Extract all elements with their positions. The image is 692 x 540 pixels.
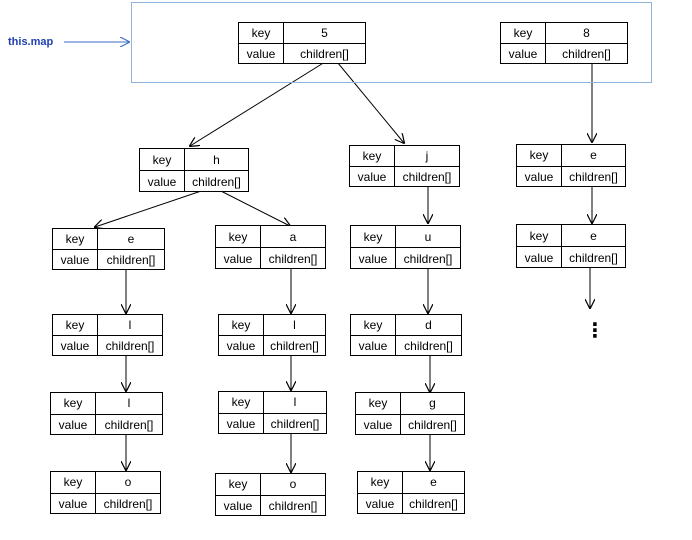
node-key: j: [425, 149, 429, 163]
node-key: e: [590, 148, 597, 163]
value-label: value: [356, 414, 401, 435]
node-key: l: [293, 395, 297, 410]
trie-node: key a value children[]: [215, 225, 326, 269]
value-label: value: [350, 167, 395, 187]
key-label: key: [356, 393, 401, 414]
children-label: children[]: [270, 339, 319, 353]
value-label: value: [351, 336, 396, 356]
arrow-h-to-e: [95, 186, 214, 227]
children-label: children[]: [268, 251, 318, 266]
node-key: e: [127, 232, 135, 246]
key-label: key: [351, 226, 396, 247]
value-label: value: [517, 247, 562, 268]
trie-node: key h value children[]: [139, 148, 249, 192]
children-label: children[]: [104, 417, 154, 432]
trie-node: key l value children[]: [218, 314, 326, 356]
value-label: value: [51, 414, 96, 435]
this-map-label: this.map: [8, 36, 54, 48]
node-key: l: [127, 396, 131, 411]
value-label: value: [219, 413, 264, 434]
arrow-h-to-a: [212, 186, 290, 226]
trie-node: key j value children[]: [349, 145, 460, 187]
vertical-ellipsis-icon: ⋮: [585, 320, 605, 342]
node-key: u: [424, 229, 432, 244]
key-label: key: [358, 472, 403, 493]
trie-node: key e value children[]: [52, 228, 165, 270]
children-label: children[]: [300, 47, 349, 61]
node-key: 8: [583, 26, 590, 40]
arrow-5-to-h: [190, 56, 334, 146]
key-label: key: [351, 315, 396, 335]
value-label: value: [501, 44, 546, 64]
key-label: key: [517, 225, 562, 246]
node-key: e: [430, 475, 437, 490]
children-label: children[]: [404, 339, 453, 353]
key-label: key: [140, 149, 185, 170]
key-label: key: [51, 472, 96, 493]
key-label: key: [219, 392, 264, 413]
value-label: value: [51, 493, 96, 514]
trie-node: key o value children[]: [50, 471, 161, 514]
children-label: children[]: [408, 417, 457, 432]
node-key: o: [289, 477, 297, 492]
key-label: key: [501, 23, 546, 43]
value-label: value: [216, 495, 261, 516]
children-label: children[]: [562, 47, 611, 61]
trie-node: key l value children[]: [218, 391, 327, 434]
key-label: key: [517, 145, 562, 166]
children-label: children[]: [105, 339, 155, 353]
node-key: 5: [321, 26, 328, 40]
key-label: key: [53, 229, 98, 249]
children-label: children[]: [569, 169, 618, 184]
key-label: key: [239, 23, 284, 43]
arrow-5-to-j: [332, 56, 404, 143]
value-label: value: [358, 493, 403, 514]
node-key: l: [293, 318, 296, 332]
key-label: key: [51, 393, 96, 414]
trie-node: key u value children[]: [350, 225, 461, 269]
node-key: g: [429, 396, 436, 411]
node-key: e: [590, 228, 597, 243]
trie-node: key l value children[]: [50, 392, 163, 435]
node-key: o: [124, 475, 132, 490]
trie-node: key e value children[]: [516, 224, 626, 268]
value-label: value: [53, 336, 98, 356]
trie-node: key g value children[]: [355, 392, 465, 435]
node-key: d: [425, 318, 432, 332]
node-key: l: [128, 318, 132, 332]
key-label: key: [350, 146, 395, 166]
value-label: value: [239, 44, 284, 64]
map-container: [131, 2, 652, 83]
key-label: key: [216, 226, 261, 247]
value-label: value: [219, 336, 264, 356]
children-label: children[]: [103, 496, 153, 511]
node-key: h: [213, 152, 220, 167]
key-label: key: [219, 315, 264, 335]
trie-node: key e value children[]: [357, 471, 465, 514]
children-label: children[]: [106, 253, 156, 267]
trie-node: key l value children[]: [52, 314, 163, 356]
children-label: children[]: [402, 170, 452, 184]
children-label: children[]: [569, 250, 618, 265]
value-label: value: [351, 248, 396, 269]
trie-node: key 5 value children[]: [238, 22, 366, 64]
children-label: children[]: [192, 174, 241, 189]
trie-node: key d value children[]: [350, 314, 462, 356]
children-label: children[]: [403, 251, 453, 266]
trie-node: key e value children[]: [516, 144, 626, 187]
key-label: key: [216, 474, 261, 495]
value-label: value: [53, 250, 98, 270]
key-label: key: [53, 315, 98, 335]
node-key: a: [289, 229, 297, 244]
value-label: value: [216, 248, 261, 269]
children-label: children[]: [409, 496, 458, 511]
trie-node: key o value children[]: [215, 473, 326, 516]
trie-node: key 8 value children[]: [500, 22, 628, 64]
children-label: children[]: [268, 498, 318, 513]
value-label: value: [140, 171, 185, 192]
children-label: children[]: [270, 416, 320, 431]
value-label: value: [517, 166, 562, 187]
